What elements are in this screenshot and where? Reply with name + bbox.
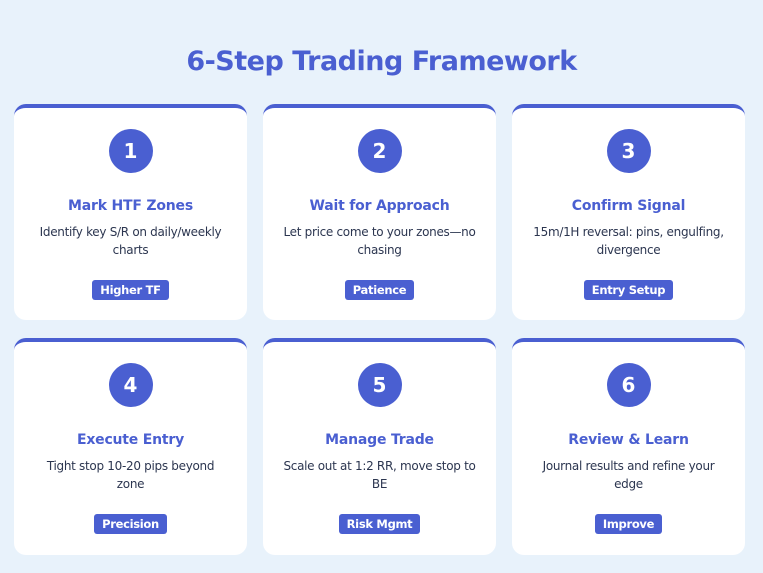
step-number-badge: 3 <box>606 129 651 173</box>
step-card-3: 3 Confirm Signal 15m/1H reversal: pins, … <box>512 104 745 320</box>
step-number-badge: 6 <box>606 363 651 407</box>
step-tag: Risk Mgmt <box>338 514 421 534</box>
step-tag: Entry Setup <box>583 280 674 300</box>
page-title: 6-Step Trading Framework <box>186 46 577 77</box>
step-card-1: 1 Mark HTF Zones Identify key S/R on dai… <box>14 104 247 320</box>
steps-grid: 1 Mark HTF Zones Identify key S/R on dai… <box>14 104 746 555</box>
step-title: Confirm Signal <box>571 198 686 214</box>
step-description: Journal results and refine your edge <box>542 459 715 491</box>
step-card-5: 5 Manage Trade Scale out at 1:2 RR, move… <box>263 338 496 555</box>
step-description: Tight stop 10-20 pips beyond zone <box>46 459 215 491</box>
step-tag: Higher TF <box>92 280 169 300</box>
step-title: Execute Entry <box>76 432 185 448</box>
step-card-6: 6 Review & Learn Journal results and ref… <box>512 338 745 555</box>
step-tag: Patience <box>344 280 415 300</box>
step-number-badge: 5 <box>357 363 402 407</box>
step-title: Wait for Approach <box>309 198 450 214</box>
step-tag: Precision <box>94 514 167 534</box>
step-description: Identify key S/R on daily/weekly charts <box>39 225 222 257</box>
step-description: Let price come to your zones—no chasing <box>283 225 476 257</box>
step-description: 15m/1H reversal: pins, engulfing, diverg… <box>533 225 724 257</box>
step-title: Review & Learn <box>568 432 689 448</box>
step-title: Mark HTF Zones <box>68 198 193 214</box>
step-card-4: 4 Execute Entry Tight stop 10-20 pips be… <box>14 338 247 555</box>
step-tag: Improve <box>594 514 663 534</box>
step-description: Scale out at 1:2 RR, move stop to BE <box>283 459 476 491</box>
step-title: Manage Trade <box>325 432 434 448</box>
step-number-badge: 1 <box>108 129 153 173</box>
step-card-2: 2 Wait for Approach Let price come to yo… <box>263 104 496 320</box>
step-number-badge: 4 <box>108 363 153 407</box>
step-number-badge: 2 <box>357 129 402 173</box>
